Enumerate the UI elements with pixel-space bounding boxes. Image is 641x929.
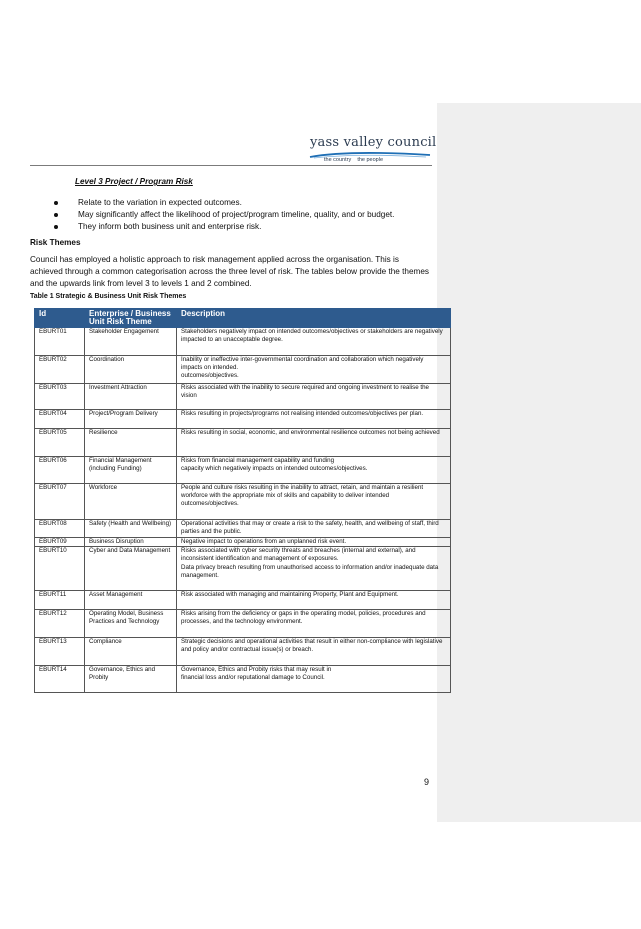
cell-theme: Safety (Health and Wellbeing) xyxy=(84,519,177,538)
cell-theme: Stakeholder Engagement xyxy=(84,327,177,356)
list-item: May significantly affect the likelihood … xyxy=(50,209,394,221)
cell-description: Risks from financial management capabili… xyxy=(176,456,451,484)
intro-paragraph: Council has employed a holistic approach… xyxy=(30,255,429,288)
header-divider xyxy=(30,165,432,166)
section-heading: Level 3 Project / Program Risk xyxy=(75,177,193,186)
risk-themes-heading: Risk Themes xyxy=(30,238,81,247)
cell-id: EBURT06 xyxy=(34,456,85,484)
cell-description: Risks resulting in social, economic, and… xyxy=(176,428,451,457)
cell-description: Operational activities that may or creat… xyxy=(176,519,451,538)
cell-id: EBURT13 xyxy=(34,637,85,667)
page-number: 9 xyxy=(424,777,430,787)
cell-theme: Compliance xyxy=(84,637,177,667)
cell-theme: Governance, Ethics and Probity xyxy=(84,665,177,694)
list-item: Relate to the variation in expected outc… xyxy=(50,197,394,209)
cell-id: EBURT03 xyxy=(34,383,85,410)
cell-id: EBURT10 xyxy=(34,546,85,592)
cell-theme: Resilience xyxy=(84,428,177,457)
logo-tagline: the country the people xyxy=(324,157,384,163)
cell-description: Risks associated with the inability to s… xyxy=(176,383,451,410)
cell-id: EBURT14 xyxy=(34,665,85,694)
cell-theme: Asset Management xyxy=(84,590,177,611)
header-theme: Enterprise / Business Unit Risk Theme xyxy=(84,308,177,328)
cell-id: EBURT01 xyxy=(34,327,85,356)
cell-id: EBURT04 xyxy=(34,409,85,429)
cell-id: EBURT02 xyxy=(34,355,85,384)
cell-theme: Cyber and Data Management xyxy=(84,546,177,592)
cell-id: EBURT05 xyxy=(34,428,85,457)
cell-id: EBURT08 xyxy=(34,519,85,538)
bullet-text: They inform both business unit and enter… xyxy=(78,222,262,231)
comment-pane xyxy=(437,103,641,822)
cell-theme: Financial Management (including Funding) xyxy=(84,456,177,484)
table-header-row: Id Enterprise / Business Unit Risk Theme… xyxy=(34,308,451,328)
cell-description: Risks arising from the deficiency or gap… xyxy=(176,609,451,639)
list-item: They inform both business unit and enter… xyxy=(50,221,394,233)
cell-description: Risk associated with managing and mainta… xyxy=(176,590,451,611)
cell-id: EBURT12 xyxy=(34,609,85,639)
council-logo: yass valley council the country the peop… xyxy=(300,135,436,167)
cell-id: EBURT07 xyxy=(34,483,85,520)
cell-id: EBURT09 xyxy=(34,536,85,548)
cell-id: EBURT11 xyxy=(34,590,85,611)
logo-swoosh-icon xyxy=(309,152,431,159)
cell-theme: Project/Program Delivery xyxy=(84,409,177,429)
bullet-list: Relate to the variation in expected outc… xyxy=(50,197,394,233)
bullet-icon xyxy=(54,213,58,217)
table-caption: Table 1 Strategic & Business Unit Risk T… xyxy=(30,293,187,300)
cell-description: Governance, Ethics and Probity risks tha… xyxy=(176,665,451,694)
cell-description: Inability or ineffective inter-governmen… xyxy=(176,355,451,384)
cell-description: Negative impact to operations from an un… xyxy=(176,536,451,548)
header-id: Id xyxy=(34,308,85,328)
cell-theme: Coordination xyxy=(84,355,177,384)
cell-description: Stakeholders negatively impact on intend… xyxy=(176,327,451,356)
cell-theme: Business Disruption xyxy=(84,536,177,548)
cell-description: Risks resulting in projects/programs not… xyxy=(176,409,451,429)
cell-theme: Workforce xyxy=(84,483,177,520)
cell-description: Risks associated with cyber security thr… xyxy=(176,546,451,592)
cell-description: People and culture risks resulting in th… xyxy=(176,483,451,520)
risk-themes-table: Id Enterprise / Business Unit Risk Theme… xyxy=(34,308,451,694)
bullet-icon xyxy=(54,201,58,205)
bullet-text: May significantly affect the likelihood … xyxy=(78,210,395,219)
cell-theme: Operating Model, Business Practices and … xyxy=(84,609,177,639)
logo-title: yass valley council xyxy=(310,135,437,150)
bullet-text: Relate to the variation in expected outc… xyxy=(78,198,242,207)
cell-theme: Investment Attraction xyxy=(84,383,177,410)
header-description: Description xyxy=(176,308,451,328)
cell-description: Strategic decisions and operational acti… xyxy=(176,637,451,667)
bullet-icon xyxy=(54,225,58,229)
